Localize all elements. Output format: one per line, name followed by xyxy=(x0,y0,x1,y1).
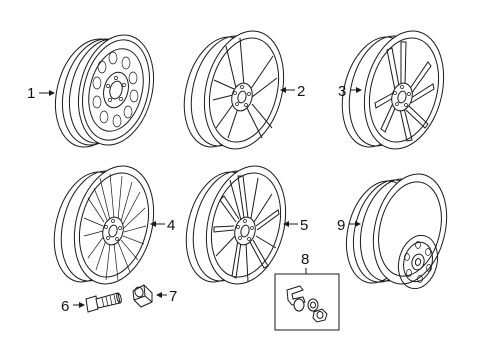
callout-3: 3 xyxy=(338,83,362,100)
kit-box xyxy=(274,273,340,331)
split-spoke-wheel-part-5 xyxy=(185,165,287,285)
wheel-bolt-part-6 xyxy=(85,292,122,313)
callout-9: 9 xyxy=(337,217,361,234)
five-spoke-wheel-part-2 xyxy=(183,30,285,150)
spare-wheel-part-9 xyxy=(345,173,448,290)
callout-label-4: 4 xyxy=(167,217,175,234)
callout-8: 8 xyxy=(301,251,309,274)
wheel-lock-kit-part-8 xyxy=(274,273,340,331)
callout-5: 5 xyxy=(283,217,308,234)
multi-spoke-wheel-part-4 xyxy=(53,165,155,285)
callout-7: 7 xyxy=(156,288,177,305)
callout-label-1: 1 xyxy=(27,85,35,102)
callout-label-6: 6 xyxy=(61,298,69,315)
callout-1: 1 xyxy=(27,85,55,102)
callout-label-7: 7 xyxy=(169,288,177,305)
callout-6: 6 xyxy=(61,298,85,315)
steel-wheel-part-1 xyxy=(55,34,154,148)
callout-label-3: 3 xyxy=(338,83,346,100)
callout-label-9: 9 xyxy=(337,217,345,234)
twin-spoke-wheel-part-3 xyxy=(341,30,445,150)
lug-nut-part-7 xyxy=(132,284,153,308)
callout-label-8: 8 xyxy=(301,251,309,268)
callout-label-2: 2 xyxy=(297,83,305,100)
callout-2: 2 xyxy=(280,83,305,100)
callout-label-5: 5 xyxy=(300,217,308,234)
callout-4: 4 xyxy=(150,217,175,234)
